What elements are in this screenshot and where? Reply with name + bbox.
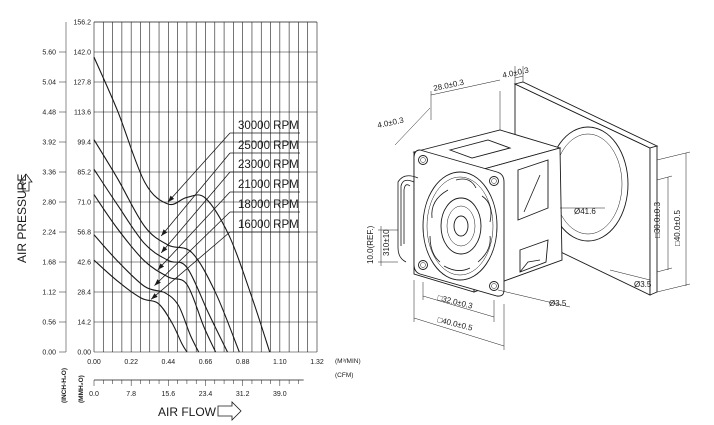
x-bottom-axis: 0.0 7.8 15.6 23.4 31.2 39.0 (89, 379, 304, 398)
fan-blades (429, 178, 492, 271)
rpm-label: 21000 RPM (238, 179, 299, 191)
y-right-tick-label: 0.00 (77, 350, 91, 357)
y-left-axis: 5.60 5.04 4.48 3.92 3.36 2.80 2.24 1.68 1.12 0.56… (42, 22, 67, 357)
y-left-tick-label: 3.36 (42, 170, 56, 177)
y-left-tick-label: 1.68 (42, 260, 56, 267)
leader-line (167, 132, 231, 203)
x-top-tick-label: 0.22 (124, 359, 138, 366)
dim-hole-spacing: □32.0±0.3 (437, 293, 475, 311)
leader-line (154, 211, 231, 286)
x-bottom-tick-label: 0.0 (89, 391, 99, 398)
leader-arrowhead (167, 195, 175, 203)
curve-line (93, 234, 200, 353)
leader-arrowhead (161, 229, 168, 236)
curve-line (93, 259, 188, 353)
dim-hole-dia: Ø3.5 (549, 299, 567, 308)
x-top-tick-label: 1.32 (310, 359, 324, 366)
dim-hub-dia: Ø41.6 (574, 207, 596, 216)
y-left-unit: (INCH-H₂O) (61, 368, 68, 403)
dim-hole-dia-right: Ø3.5 (634, 280, 652, 289)
y-right-tick-label: 99.4 (77, 140, 91, 147)
dim-hole-spacing-right: □30.0±0.3 (653, 202, 662, 238)
rpm-leaders: 30000 RPM 25000 RPM 23000 RPM 21000 RPM 1800… (150, 120, 300, 300)
curve-line (93, 194, 217, 353)
dim-depth: 28.0±0.3 (433, 78, 466, 93)
x-top-unit: (M³/MIN) (335, 358, 361, 365)
y-right-tick-label: 71.0 (77, 200, 91, 207)
dim-side: □40.0±0.5 (437, 315, 475, 333)
leader-arrowhead (161, 246, 168, 253)
x-bottom-tick-label: 31.2 (236, 391, 250, 398)
y-right-tick-label: 56.8 (77, 230, 91, 237)
right-arrow-icon (217, 401, 242, 421)
y-right-tick-label: 14.2 (77, 320, 91, 327)
leader-line (160, 171, 231, 254)
x-top-tick-label: 0.88 (236, 359, 250, 366)
rpm-label: 18000 RPM (238, 199, 299, 211)
y-right-tick-label: 127.8 (73, 80, 91, 87)
x-top-axis: 0.00 0.22 0.44 0.66 0.88 1.10 1.32 (87, 359, 324, 366)
x-bottom-tick-label: 15.6 (162, 391, 176, 398)
y-right-unit: (MMH₂O) (78, 375, 85, 403)
leader-arrowhead (154, 279, 161, 286)
dim-flange-left: 4.0±0.3 (377, 116, 405, 130)
y-left-tick-label: 5.04 (42, 80, 56, 87)
curves (93, 56, 271, 353)
y-left-tick-label: 5.60 (42, 50, 56, 57)
leader-line (160, 152, 231, 237)
fan-drawing: 28.0±0.3 4.0±0.3 4.0±0.3 310±10 10.0(REF… (366, 66, 691, 350)
pq-chart: 5.60 5.04 4.48 3.92 3.36 2.80 2.24 1.68 1.12 0.56… (15, 20, 361, 421)
rpm-label: 16000 RPM (238, 219, 299, 231)
y-left-tick-label: 4.48 (42, 110, 56, 117)
x-bottom-tick-label: 39.0 (273, 391, 287, 398)
rpm-label: 23000 RPM (238, 159, 299, 171)
y-right-tick-label: 142.0 (73, 50, 91, 57)
dim-wire: 310±10 (382, 229, 391, 256)
x-bottom-unit: (CFM) (335, 372, 353, 379)
chart-grid (93, 21, 318, 353)
y-left-tick-label: 1.12 (42, 290, 56, 297)
y-right-tick-label: 85.2 (77, 170, 91, 177)
y-left-tick-label: 2.80 (42, 200, 56, 207)
y-right-tick-label: 156.2 (73, 20, 91, 27)
y-right-tick-label: 28.4 (77, 290, 91, 297)
x-top-tick-label: 0.66 (199, 359, 213, 366)
x-bottom-tick-label: 7.8 (126, 391, 136, 398)
leader-line (150, 231, 231, 300)
y-right-axis: 156.2 142.0 127.8 113.6 99.4 85.2 71.0 56.8 42.6… (73, 20, 91, 357)
curve-line (93, 56, 271, 353)
y-left-tick-label: 3.92 (42, 140, 56, 147)
leader-line (157, 191, 231, 271)
dim-ref: 10.0(REF.) (366, 225, 375, 264)
x-axis-title: AIR FLOW (158, 405, 217, 419)
y-left-tick-label: 0.00 (42, 350, 56, 357)
y-right-tick-label: 42.6 (77, 260, 91, 267)
leader-arrowhead (151, 293, 158, 300)
rpm-label: 25000 RPM (238, 140, 299, 152)
y-axis-title: AIR PRESSURE (15, 174, 29, 263)
x-top-tick-label: 0.44 (162, 359, 176, 366)
y-left-tick-label: 2.24 (42, 230, 56, 237)
x-top-tick-label: 1.10 (273, 359, 287, 366)
x-bottom-tick-label: 23.4 (199, 391, 213, 398)
y-left-tick-label: 0.56 (42, 320, 56, 327)
up-arrow-icon (19, 173, 33, 192)
leader-arrowhead (157, 263, 165, 270)
rpm-label: 30000 RPM (238, 120, 299, 132)
curve-line (93, 168, 228, 353)
dim-side-right: □40.0±0.5 (673, 210, 682, 246)
y-right-tick-label: 113.6 (74, 110, 91, 117)
x-top-tick-label: 0.00 (87, 359, 101, 366)
